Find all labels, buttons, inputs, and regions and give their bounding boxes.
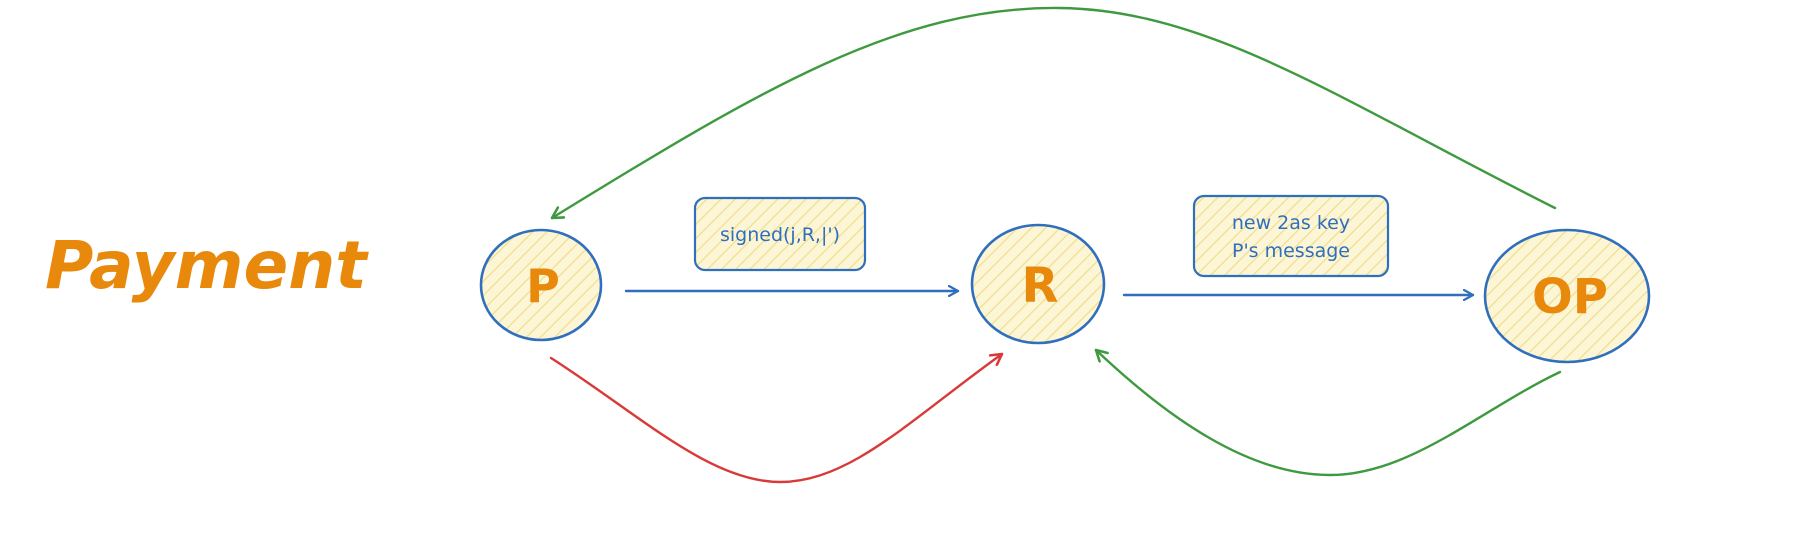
green-arrow-op-to-r — [1096, 350, 1562, 477]
node-r-label: R — [1022, 258, 1059, 314]
edge-label-r-to-op-line1: new 2as key — [1232, 212, 1350, 234]
node-p — [479, 228, 603, 342]
node-op-label: OP — [1532, 269, 1608, 325]
green-arrow-op-to-p — [552, 6, 1557, 218]
edge-label-r-to-op-line2: P's message — [1232, 240, 1350, 262]
node-p-label: P — [526, 259, 560, 313]
red-arrow-p-to-r — [549, 354, 1002, 484]
edge-label-box-p-to-r — [693, 196, 867, 272]
edge-label-box-r-to-op — [1192, 194, 1390, 278]
edge-label-p-to-r: signed(j,R,|') — [720, 224, 840, 246]
node-r — [970, 223, 1106, 345]
diagram-title: Payment — [45, 227, 369, 304]
node-op — [1483, 228, 1651, 364]
